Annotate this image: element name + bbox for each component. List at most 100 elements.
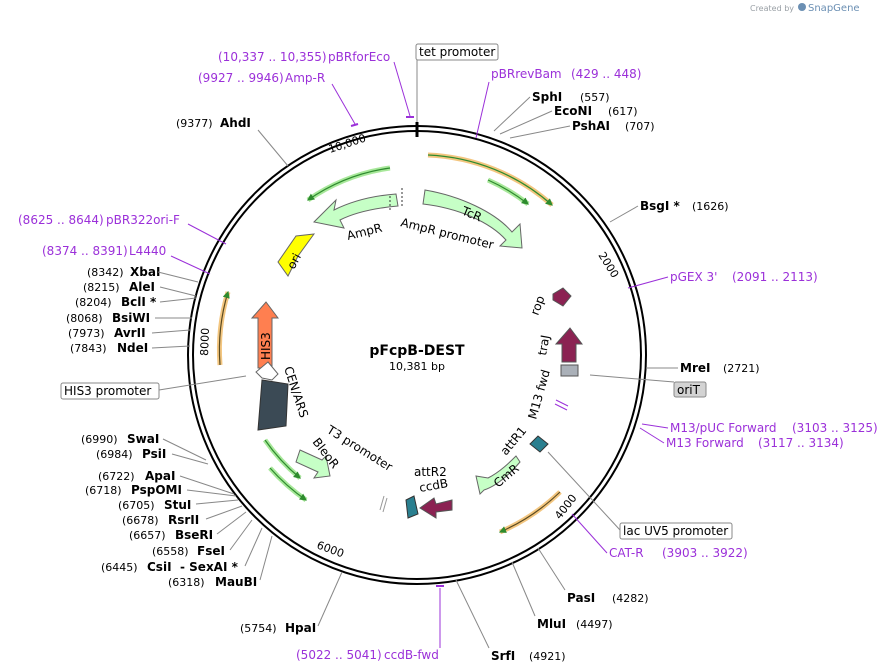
traj-label: traJ <box>535 334 552 357</box>
site-name: PspOMI <box>131 483 182 497</box>
site-psii[interactable]: (6984) PsiI <box>96 447 209 465</box>
site-ahdi[interactable]: (9377) AhdI <box>176 116 289 167</box>
primer-pbrforeco[interactable]: (10,337 .. 10,355) pBRforEco <box>218 50 414 118</box>
site-pos: (557) <box>580 91 610 104</box>
site-name: XbaI <box>130 265 160 279</box>
his3-arrow <box>250 301 279 369</box>
ampr-green-arc <box>306 165 391 203</box>
site-mrei[interactable]: MreI (2721) <box>646 361 760 375</box>
primer-amp-r[interactable]: (9927 .. 9946) Amp-R <box>198 71 359 127</box>
primer-m13-forward[interactable]: M13 Forward (3117 .. 3134) <box>639 427 844 450</box>
site-name: StuI <box>164 498 191 512</box>
site-pos: (8204) <box>75 296 112 309</box>
primer-range: (9927 .. 9946) <box>198 71 284 85</box>
site-sphi[interactable]: SphI (557) <box>493 90 610 132</box>
site-pos: (4282) <box>612 592 649 605</box>
site-econi[interactable]: EcoNI (617) <box>499 104 638 135</box>
primer-pgex3[interactable]: pGEX 3' (2091 .. 2113) <box>627 270 818 289</box>
site-bsgi[interactable]: BsgI * (1626) <box>609 199 729 223</box>
site-hpai[interactable]: (5754) HpaI <box>240 571 343 635</box>
primer-m13puc-forward[interactable]: M13/pUC Forward (3103 .. 3125) <box>641 421 878 435</box>
primer-l4440[interactable]: (8374 .. 8391) L4440 <box>42 244 211 275</box>
site-pos: (6318) <box>168 576 205 589</box>
site-name: CsiI <box>147 560 172 574</box>
site-name: AvrII <box>114 326 146 340</box>
primer-name: Amp-R <box>285 71 325 85</box>
site-stui[interactable]: (6705) StuI <box>118 498 239 512</box>
site-name: SrfI <box>491 649 515 663</box>
site-pos: (8342) <box>87 266 124 279</box>
plasmid-size: 10,381 bp <box>389 360 445 373</box>
site-rsrii[interactable]: (6678) RsrII <box>122 505 243 527</box>
attr2-block <box>405 495 419 519</box>
primer-name: M13/pUC Forward <box>670 421 777 435</box>
orit-box: oriT <box>677 383 701 397</box>
primer-name: pBRrevBam <box>491 67 562 81</box>
site-avrii[interactable]: (7973) AvrII <box>68 326 191 340</box>
site-pasi[interactable]: PasI (4282) <box>537 547 649 605</box>
primer-name: L4440 <box>129 244 166 258</box>
site-name: MluI <box>537 617 566 631</box>
ori-arrow <box>277 233 316 277</box>
site-srfi[interactable]: SrfI (4921) <box>455 579 566 663</box>
site-xbai[interactable]: (8342) XbaI <box>87 265 199 283</box>
site-pos: (2721) <box>723 362 760 375</box>
site-pos: (7973) <box>68 327 105 340</box>
site-pspomi[interactable]: (6718) PspOMI <box>85 483 237 497</box>
site-name: AhdI <box>220 116 251 130</box>
site-sexai[interactable]: - SexAI * <box>180 560 239 574</box>
cmr-arrow <box>475 455 521 495</box>
site-name: BsgI * <box>640 199 681 213</box>
site-name: BseRI <box>175 528 213 542</box>
primer-range: (8625 .. 8644) <box>18 213 104 227</box>
site-name: MreI <box>680 361 710 375</box>
primer-ccdb-fwd[interactable]: (5022 .. 5041) ccdB-fwd <box>296 585 444 662</box>
primer-cat-r[interactable]: CAT-R (3903 .. 3922) <box>571 513 748 560</box>
primer-range: (429 .. 448) <box>571 67 641 81</box>
site-pos: (4497) <box>576 618 613 631</box>
primer-name: ccdB-fwd <box>384 648 439 662</box>
site-alei[interactable]: (8215) AleI <box>83 280 197 297</box>
primer-pbr322ori-f[interactable]: (8625 .. 8644) pBR322ori-F <box>18 213 227 245</box>
site-bsiwi[interactable]: (8068) BsiWI <box>66 311 192 325</box>
site-name: SwaI <box>127 432 159 446</box>
ampr-label: AmpR <box>345 221 383 243</box>
site-swai[interactable]: (6990) SwaI <box>81 432 207 461</box>
tcr-arrow <box>422 189 523 249</box>
site-apai[interactable]: (6722) ApaI <box>98 469 235 495</box>
attr1-label: attR1 <box>498 424 530 458</box>
primer-pbrrevbam[interactable]: pBRrevBam (429 .. 448) <box>475 67 641 139</box>
site-pos: (6558) <box>152 545 189 558</box>
site-name: PasI <box>567 591 595 605</box>
site-pos: (6722) <box>98 470 135 483</box>
site-mlui[interactable]: MluI (4497) <box>511 561 613 631</box>
bleor-green-arc-1 <box>262 438 302 480</box>
bleor-green-arc-2 <box>268 466 308 503</box>
site-pshai[interactable]: PshAI (707) <box>509 119 655 139</box>
credit-prefix: Created by <box>750 4 794 13</box>
site-name: BsiWI <box>112 311 150 325</box>
site-name: RsrII <box>168 513 199 527</box>
site-pos: (1626) <box>692 200 729 213</box>
site-name: FseI <box>197 544 225 558</box>
lac-uv5-arc <box>499 490 562 535</box>
site-pos: (4921) <box>529 650 566 663</box>
site-pos: (6984) <box>96 448 133 461</box>
site-bcli[interactable]: (8204) BclI * <box>75 295 197 309</box>
primer-name: M13 Forward <box>666 436 744 450</box>
site-csii[interactable]: (6445) CsiI <box>101 527 263 574</box>
site-bseri[interactable]: (6657) BseRI <box>129 511 247 542</box>
site-maubi[interactable]: (6318) MauBI <box>168 535 273 589</box>
primer-range: (5022 .. 5041) <box>296 648 382 662</box>
site-name: SphI <box>532 90 562 104</box>
his3-label: HIS3 <box>259 332 273 360</box>
primer-range: (2091 .. 2113) <box>732 270 818 284</box>
site-pos: (6718) <box>85 484 122 497</box>
snapgene-logo-icon <box>798 3 806 11</box>
primer-name: pBRforEco <box>328 50 390 64</box>
site-name: EcoNI <box>554 104 592 118</box>
site-fsei[interactable]: (6558) FseI <box>152 519 253 558</box>
site-ndei[interactable]: (7843) NdeI <box>70 341 191 355</box>
ccdb-arrow <box>419 497 453 519</box>
